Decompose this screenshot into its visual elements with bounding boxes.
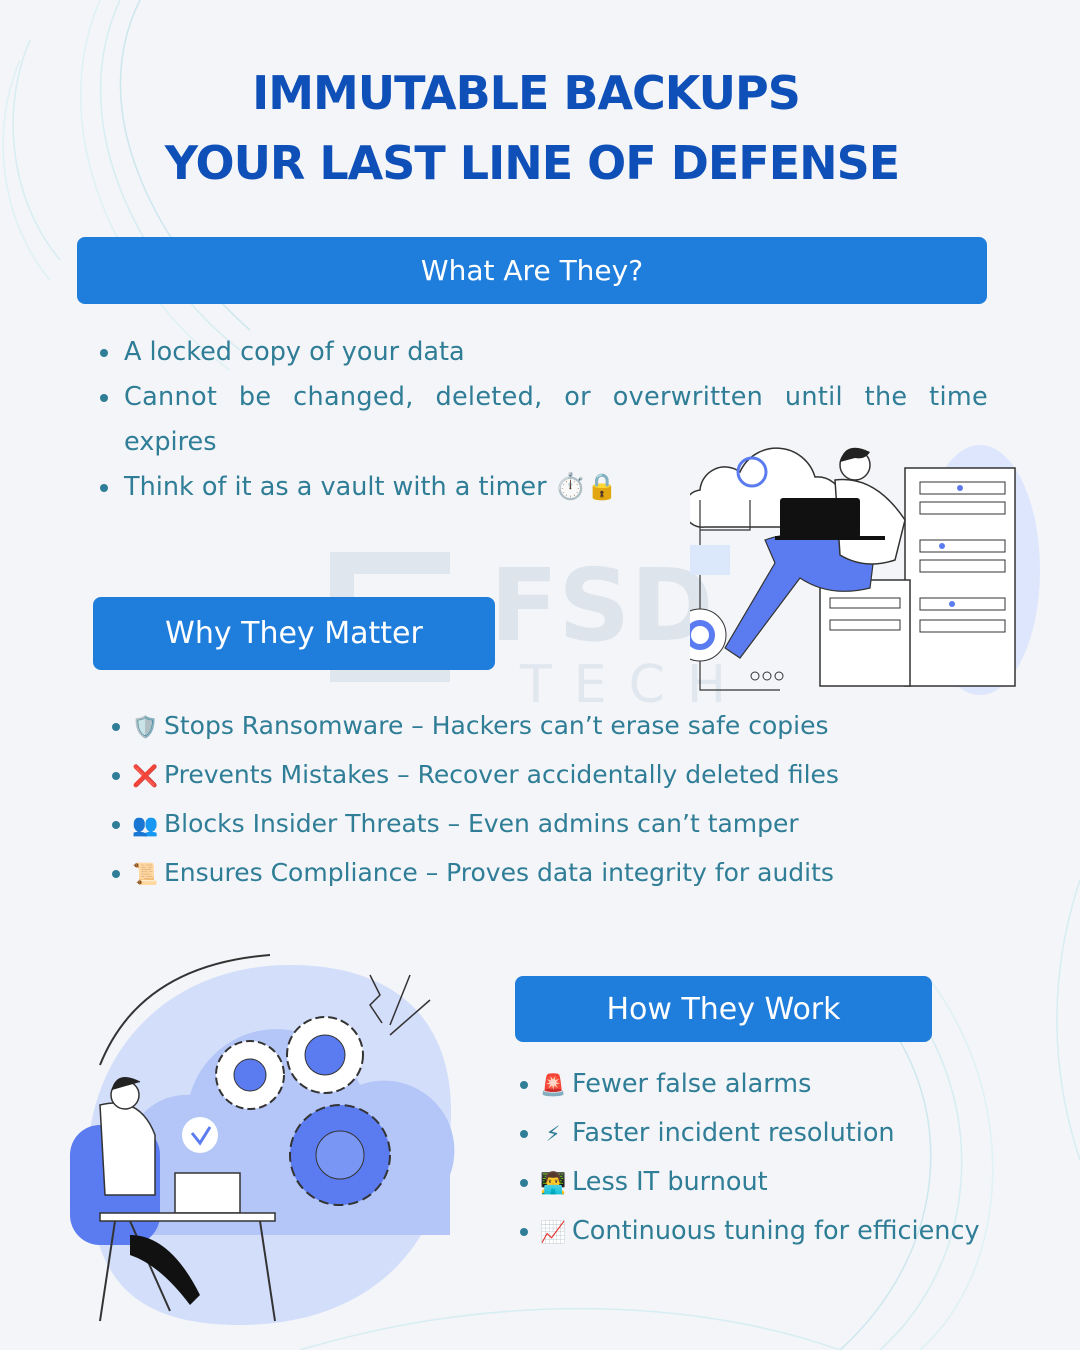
gear-icon xyxy=(286,1016,364,1094)
list-item-text: Fewer false alarms xyxy=(572,1069,812,1099)
how-they-work-list: 🚨Fewer false alarms ⚡ Faster incident res… xyxy=(520,1060,1020,1256)
checkmark-icon xyxy=(182,1117,218,1153)
server-rack xyxy=(904,467,1016,687)
people-icon: 👥 xyxy=(132,813,159,837)
desk xyxy=(99,1212,276,1222)
person-body xyxy=(99,1102,156,1196)
server-person-illustration xyxy=(690,445,1040,695)
page-title-line-1: IMMUTABLE BACKUPS xyxy=(252,66,801,120)
list-item: 📈Continuous tuning for efficiency xyxy=(520,1207,1020,1256)
page-title-line-2: YOUR LAST LINE OF DEFENSE xyxy=(164,136,900,190)
list-item: 👨‍💻Less IT burnout xyxy=(520,1158,1020,1207)
list-item-text: Stops Ransomware – Hackers can’t erase s… xyxy=(164,711,829,740)
list-item: 🛡️Stops Ransomware – Hackers can’t erase… xyxy=(112,702,892,751)
list-item-continuation: expires xyxy=(124,427,217,457)
list-item-text: Continuous tuning for efficiency xyxy=(572,1216,980,1246)
list-item: 🚨Fewer false alarms xyxy=(520,1060,1020,1109)
watermark-brand: FSD xyxy=(490,547,713,664)
list-item-text: Blocks Insider Threats – Even admins can… xyxy=(164,809,799,838)
sync-icon xyxy=(736,456,768,488)
list-item: 📜Ensures Compliance – Proves data integr… xyxy=(112,849,892,898)
laptop-icon xyxy=(174,1172,241,1214)
shield-icon: 🛡️ xyxy=(132,715,159,739)
what-are-they-list: A locked copy of your data Cannot be cha… xyxy=(100,330,988,510)
what-are-they-header: What Are They? xyxy=(77,237,987,304)
list-item: ⚡ Faster incident resolution xyxy=(520,1109,1020,1158)
list-item: Think of it as a vault with a timer ⏱️🔒 xyxy=(100,465,988,510)
how-they-work-header: How They Work xyxy=(515,976,932,1042)
gear-icon xyxy=(215,1040,285,1110)
cross-icon: ❌ xyxy=(132,764,159,788)
why-they-matter-list: 🛡️Stops Ransomware – Hackers can’t erase… xyxy=(112,702,892,898)
scroll-icon: 📜 xyxy=(132,862,159,886)
watermark-sub: TECH xyxy=(519,655,748,710)
list-item: 👥Blocks Insider Threats – Even admins ca… xyxy=(112,800,892,849)
list-item-text: Prevents Mistakes – Recover accidentally… xyxy=(164,760,839,789)
technologist-icon: 👨‍💻 xyxy=(540,1171,567,1195)
lightning-icon: ⚡ xyxy=(545,1122,561,1146)
list-item-text: Less IT burnout xyxy=(572,1167,768,1197)
why-they-matter-header: Why They Matter xyxy=(93,597,495,670)
list-item-text: Faster incident resolution xyxy=(572,1118,895,1148)
chart-up-icon: 📈 xyxy=(540,1220,567,1244)
list-item: A locked copy of your data xyxy=(100,330,988,375)
list-item: ❌Prevents Mistakes – Recover accidentall… xyxy=(112,751,892,800)
laptop-icon xyxy=(780,498,860,538)
list-item: Cannot be changed, deleted, or overwritt… xyxy=(100,375,988,420)
list-item-text: Ensures Compliance – Proves data integri… xyxy=(164,858,834,887)
gear-icon xyxy=(289,1104,391,1206)
gears-person-illustration xyxy=(70,954,455,1325)
siren-icon: 🚨 xyxy=(540,1073,567,1097)
